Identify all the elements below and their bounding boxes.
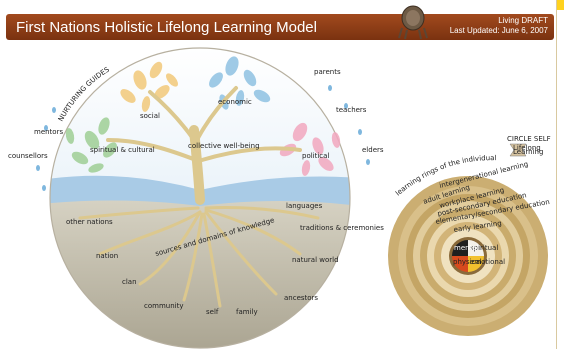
circle-self-legend: CIRCLE SELF Lifelong Learning	[507, 135, 551, 157]
canopy-labels: social economic spiritual & cultural pol…	[90, 98, 329, 160]
corner-marker	[557, 0, 564, 10]
drum-emblem-icon	[398, 5, 428, 40]
learning-rings	[388, 176, 548, 336]
draft-status: Living DRAFT Last Updated: June 6, 2007	[450, 16, 548, 36]
root-self	[202, 212, 222, 308]
droplets	[36, 85, 370, 191]
branch-social	[148, 90, 196, 142]
guide-label: parents	[314, 68, 341, 76]
root-label: self	[206, 308, 219, 316]
canopy-label: economic	[218, 98, 252, 106]
tree	[78, 86, 320, 308]
root-label: traditions & ceremonies	[300, 224, 384, 232]
branch-economic	[196, 86, 238, 140]
branch-spiritual	[106, 138, 198, 162]
core-labels: spiritual emotional physical mental	[453, 244, 505, 266]
guide-label: mentors	[34, 128, 63, 136]
legend-title: CIRCLE SELF	[507, 135, 551, 143]
canopy-label: spiritual & cultural	[90, 146, 155, 154]
legend-item: Learning	[513, 148, 543, 156]
root-nation	[98, 210, 202, 256]
leaves-social	[120, 61, 178, 112]
title-bar: First Nations Holistic Lifelong Learning…	[6, 14, 554, 40]
guide-label: elders	[362, 146, 384, 154]
nurturing-guide-labels: parents teachers elders mentors counsell…	[8, 68, 384, 160]
core-label: spiritual	[470, 244, 498, 252]
page-title: First Nations Holistic Lifelong Learning…	[16, 19, 317, 36]
canopy-label: social	[140, 112, 160, 120]
root-traditions	[204, 205, 320, 220]
branch-political	[200, 146, 302, 162]
core-quadrant	[452, 256, 468, 272]
last-updated: Last Updated: June 6, 2007	[449, 26, 548, 35]
core-quadrant	[452, 240, 468, 256]
leaves-spiritual	[65, 117, 117, 173]
root-natural-world	[204, 208, 302, 256]
root-label: nation	[96, 252, 118, 260]
hourglass-icon	[509, 143, 527, 157]
legend-item: Lifelong	[513, 144, 541, 152]
leaf-clusters	[65, 56, 341, 176]
draft-label: Living DRAFT	[498, 16, 548, 25]
canopy-label: political	[302, 152, 329, 160]
core-label: emotional	[470, 258, 505, 266]
root-label: other nations	[66, 218, 113, 226]
root-ancestors	[204, 210, 278, 296]
root-labels: other nations nation clan community self…	[66, 202, 384, 316]
root-clan	[138, 210, 202, 286]
root-community	[182, 212, 204, 302]
root-label: natural world	[292, 256, 339, 264]
root-label: languages	[286, 202, 323, 210]
guide-label: teachers	[336, 106, 367, 114]
root-other-nations	[78, 206, 200, 220]
core-quadrant	[468, 256, 484, 272]
core-label: mental	[454, 244, 479, 252]
guide-label: counsellors	[8, 152, 48, 160]
core-quadrant	[468, 240, 484, 256]
root-label: clan	[122, 278, 137, 286]
root-label: family	[236, 308, 258, 316]
canopy-label: collective well-being	[188, 142, 260, 150]
root-label: community	[144, 302, 183, 310]
root-label: ancestors	[284, 294, 318, 302]
core-label: physical	[453, 258, 482, 266]
